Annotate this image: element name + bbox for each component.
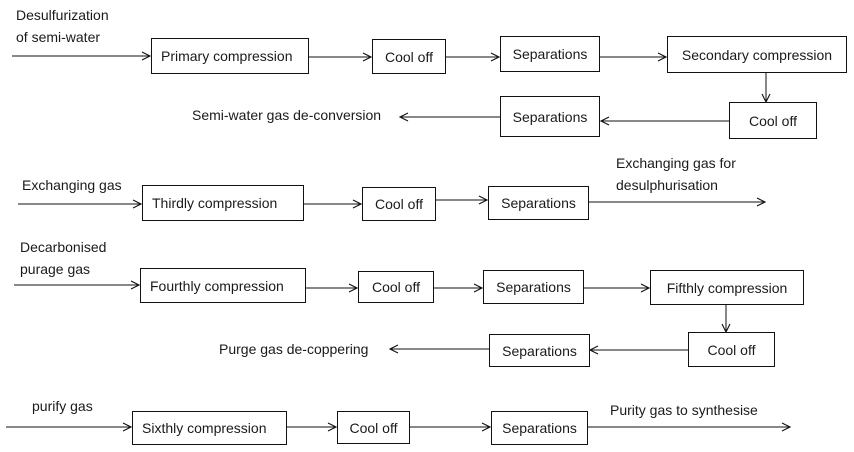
separations-box-4: Separations bbox=[483, 270, 584, 304]
cool-off-box-1: Cool off bbox=[372, 39, 446, 74]
row1-output-label: Semi-water gas de-conversion bbox=[192, 107, 382, 123]
fifthly-compression-box: Fifthly compression bbox=[650, 270, 804, 305]
thirdly-compression-box: Thirdly compression bbox=[142, 185, 304, 221]
separations-box-6: Separations bbox=[491, 411, 588, 445]
cool-off-box-2: Cool off bbox=[729, 102, 817, 139]
sixthly-compression-box: Sixthly compression bbox=[132, 411, 287, 445]
secondary-compression-box: Secondary compression bbox=[667, 36, 847, 73]
row1-input-label: Desulfurization of semi-water bbox=[16, 7, 109, 45]
primary-compression-box: Primary compression bbox=[151, 38, 309, 74]
row2-input-label: Exchanging gas bbox=[22, 177, 122, 193]
row4-output-label: Purity gas to synthesise bbox=[610, 402, 758, 418]
row3-output-label: Purge gas de-coppering bbox=[219, 341, 369, 357]
cool-off-box-4: Cool off bbox=[358, 271, 434, 303]
cool-off-box-6: Cool off bbox=[337, 411, 410, 444]
separations-box-1: Separations bbox=[500, 36, 600, 72]
cool-off-box-5: Cool off bbox=[688, 332, 775, 367]
cool-off-box-3: Cool off bbox=[362, 187, 436, 221]
separations-box-3: Separations bbox=[488, 186, 589, 220]
row2-output-label: Exchanging gas for desulphurisation bbox=[616, 155, 736, 193]
row4-input-label: purify gas bbox=[32, 398, 93, 414]
row3-input-label: Decarbonised purage gas bbox=[20, 239, 107, 277]
separations-box-2: Separations bbox=[500, 96, 600, 137]
fourthly-compression-box: Fourthly compression bbox=[140, 268, 306, 303]
separations-box-5: Separations bbox=[489, 334, 590, 367]
